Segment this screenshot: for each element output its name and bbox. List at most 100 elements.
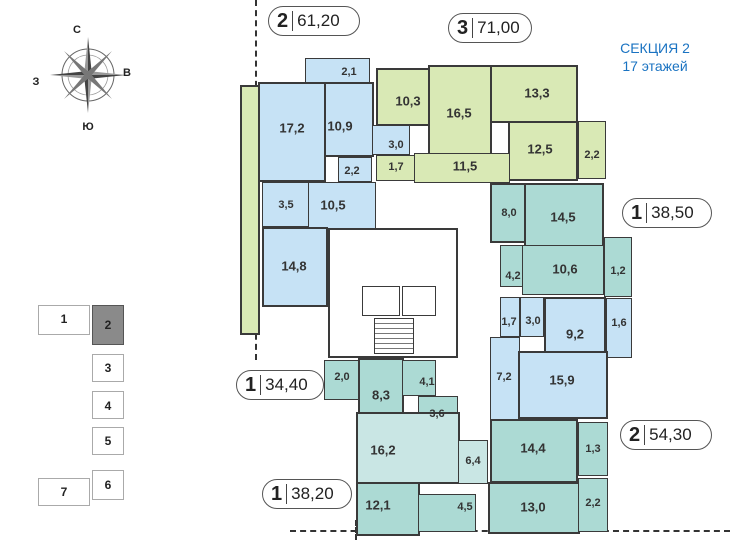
compass-west: З <box>32 76 40 88</box>
room-10-5[interactable] <box>308 182 376 230</box>
keyplan-label-2: 2 <box>104 318 112 332</box>
room-15-9[interactable] <box>518 351 608 419</box>
apartment-badge-71-00[interactable]: 3 71,00 <box>448 13 532 43</box>
room-12-5[interactable] <box>508 121 578 181</box>
room-area-label: 13,3 <box>524 85 550 101</box>
room-1-6[interactable] <box>606 298 632 358</box>
compass-east: В <box>123 67 131 79</box>
apartment-rooms: 1 <box>271 484 288 504</box>
room-area-label: 17,2 <box>279 120 305 136</box>
room-2-2-a[interactable] <box>338 157 372 182</box>
apartment-badge-61-20[interactable]: 2 61,20 <box>268 6 360 36</box>
room-area-label: 2,2 <box>584 149 600 161</box>
keyplan-block-6[interactable] <box>92 470 124 500</box>
room-2-2-c[interactable] <box>578 478 608 532</box>
room-13-0[interactable] <box>488 482 580 534</box>
apartment-badge-54-30[interactable]: 2 54,30 <box>620 420 712 450</box>
room-9-2[interactable] <box>544 297 606 353</box>
section-floors: 17 этажей <box>622 58 688 74</box>
room-14-8[interactable] <box>262 227 328 307</box>
apartment-rooms: 2 <box>277 11 294 31</box>
room-area-label: 14,4 <box>520 440 546 456</box>
keyplan-label-4: 4 <box>104 399 112 413</box>
apartment-area: 38,50 <box>651 203 694 222</box>
room-16-5[interactable] <box>428 65 492 155</box>
room-8-0[interactable] <box>490 183 526 243</box>
compass-north: С <box>73 24 81 36</box>
room-area-label: 8,3 <box>371 387 391 403</box>
keyplan-block-7[interactable] <box>38 478 90 506</box>
compass-south: Ю <box>82 121 94 133</box>
room-6-4[interactable] <box>458 440 488 484</box>
compass <box>38 20 138 130</box>
room-area-label: 15,9 <box>549 372 575 388</box>
section-info: СЕКЦИЯ 2 17 этажей <box>605 39 705 75</box>
apartment-rooms: 2 <box>629 425 646 445</box>
room-2-1[interactable] <box>305 58 370 85</box>
room-area-label: 16,2 <box>370 442 396 458</box>
apartment-area: 61,20 <box>297 11 340 30</box>
keyplan-block-4[interactable] <box>92 391 124 419</box>
room-2-2-b[interactable] <box>578 121 606 179</box>
room-11-5[interactable] <box>414 153 510 183</box>
room-area-label: 14,8 <box>281 258 307 274</box>
room-area-label: 10,6 <box>552 261 578 277</box>
keyplan-block-3[interactable] <box>92 354 124 382</box>
room-area-label: 3,0 <box>388 139 404 151</box>
keyplan-block-1[interactable] <box>38 305 90 335</box>
room-1-7-b[interactable] <box>500 297 520 337</box>
apartment-area: 71,00 <box>477 18 520 37</box>
section-title: СЕКЦИЯ 2 <box>620 40 690 56</box>
room-area-label: 1,7 <box>501 316 517 328</box>
keyplan-label-5: 5 <box>104 434 112 448</box>
keyplan-label-7: 7 <box>60 485 68 499</box>
room-4-5[interactable] <box>418 494 476 532</box>
keyplan-block-5[interactable] <box>92 427 124 455</box>
apartment-rooms: 1 <box>245 375 262 395</box>
room-area-label: 1,7 <box>388 161 404 173</box>
room-area-label: 14,5 <box>550 209 576 225</box>
apartment-badge-38-50[interactable]: 1 38,50 <box>622 198 712 228</box>
room-area-label: 3,6 <box>429 408 445 420</box>
room-area-label: 13,0 <box>520 499 546 515</box>
room-1-7-a[interactable] <box>376 155 416 181</box>
room-17-2[interactable] <box>258 82 326 182</box>
room-area-label: 11,5 <box>452 158 478 174</box>
room-area-label: 4,2 <box>505 270 521 282</box>
keyplan-label-6: 6 <box>104 478 112 492</box>
room-1-2[interactable] <box>604 237 632 297</box>
room-area-label: 12,1 <box>365 497 391 513</box>
room-area-label: 12,5 <box>527 141 553 157</box>
room-area-label: 2,2 <box>344 165 360 177</box>
room-area-label: 1,6 <box>611 317 627 329</box>
room-area-label: 10,5 <box>320 197 346 213</box>
apartment-rooms: 3 <box>457 18 474 38</box>
elevator-shaft <box>362 286 400 316</box>
room-8-3[interactable] <box>358 358 404 414</box>
room-14-5[interactable] <box>524 183 604 247</box>
room-area-label: 3,0 <box>525 315 541 327</box>
room-area-label: 10,3 <box>395 93 421 109</box>
keyplan-block-2[interactable] <box>92 305 124 345</box>
room-13-3[interactable] <box>490 65 578 123</box>
apartment-rooms: 1 <box>631 203 648 223</box>
room-area-label: 16,5 <box>446 105 472 121</box>
room-1-3[interactable] <box>578 422 608 476</box>
apartment-badge-34-40[interactable]: 1 34,40 <box>236 370 324 400</box>
room-10-9[interactable] <box>324 82 374 157</box>
room-area-label: 6,4 <box>465 455 481 467</box>
room-3-0-b[interactable] <box>520 297 544 337</box>
room-area-label: 1,3 <box>585 443 601 455</box>
room-area-label: 7,2 <box>496 371 512 383</box>
room-10-6[interactable] <box>522 245 604 295</box>
keyplan-label-3: 3 <box>104 361 112 375</box>
room-area-label: 8,0 <box>501 207 517 219</box>
room-4-1[interactable] <box>402 360 436 396</box>
room-area-label: 10,9 <box>327 118 353 134</box>
apartment-badge-38-20[interactable]: 1 38,20 <box>262 479 352 509</box>
compass-rose-icon <box>50 37 126 113</box>
neighbor-section <box>240 85 260 335</box>
apartment-area: 34,40 <box>265 375 308 394</box>
room-14-4[interactable] <box>490 419 578 483</box>
keyplan-label-1: 1 <box>60 312 68 326</box>
